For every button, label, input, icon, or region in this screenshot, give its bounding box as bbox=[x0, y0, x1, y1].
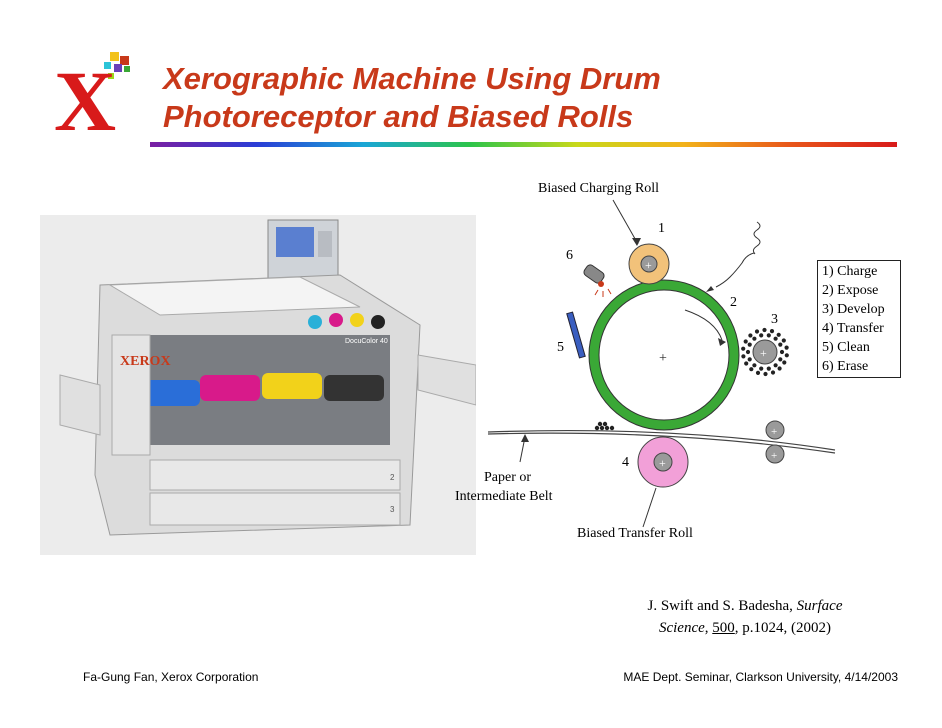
photo-brand-label: XEROX bbox=[120, 354, 171, 369]
transfer-roll-leader bbox=[642, 487, 657, 528]
tray-number-3: 3 bbox=[390, 505, 395, 514]
footer-right: MAE Dept. Seminar, Clarkson University, … bbox=[623, 670, 898, 684]
step-number-3: 3 bbox=[771, 312, 778, 327]
developer-roll-plus: + bbox=[760, 346, 767, 360]
title-line-1: Xerographic Machine Using Drum bbox=[163, 61, 661, 96]
cleaning-blade bbox=[566, 311, 586, 359]
citation-rest: , p.1024, (2002) bbox=[734, 620, 832, 636]
label-transfer-roll: Biased Transfer Roll bbox=[577, 526, 693, 541]
photoreceptor-drum bbox=[589, 280, 739, 430]
citation: J. Swift and S. Badesha, Surface Science… bbox=[600, 595, 890, 639]
label-paper-line-1: Paper or bbox=[484, 470, 532, 485]
fuser-roll-bottom bbox=[765, 444, 785, 464]
toner-particle bbox=[741, 354, 746, 359]
paper-path-lower bbox=[487, 432, 836, 454]
fuser-roll-top-plus: + bbox=[771, 426, 777, 438]
toner-particle bbox=[781, 338, 786, 343]
footer-left: Fa-Gung Fan, Xerox Corporation bbox=[83, 670, 259, 684]
toner-particle bbox=[747, 357, 752, 362]
citation-journal-1: Surface bbox=[796, 598, 843, 614]
toner-dots bbox=[594, 421, 615, 431]
toner-particle bbox=[773, 363, 778, 368]
charging-roll-plus: + bbox=[645, 258, 652, 272]
toner-particle bbox=[741, 346, 746, 351]
toner-particle bbox=[749, 367, 754, 372]
toner-particle bbox=[747, 342, 752, 347]
citation-separator: , bbox=[704, 620, 713, 636]
toner-particle bbox=[743, 339, 748, 344]
drum-plus: + bbox=[659, 351, 667, 366]
step-number-2: 2 bbox=[730, 295, 737, 310]
rainbow-divider bbox=[150, 142, 897, 147]
erase-lamp bbox=[583, 264, 605, 284]
tray-number-2: 2 bbox=[390, 473, 395, 482]
toner-particle bbox=[779, 349, 785, 355]
developer-toner bbox=[741, 327, 789, 377]
fuser-roll-bottom-plus: + bbox=[771, 450, 777, 462]
title-line-2: Photoreceptor and Biased Rolls bbox=[163, 99, 634, 134]
toner-particle bbox=[784, 353, 789, 358]
toner-particle bbox=[759, 333, 764, 338]
step-develop: 3) Develop bbox=[822, 302, 885, 317]
logo-letter: X bbox=[54, 53, 116, 138]
step-clean: 5) Clean bbox=[822, 340, 870, 355]
step-erase: 6) Erase bbox=[822, 359, 869, 374]
toner-particle bbox=[744, 361, 749, 366]
step-expose: 2) Expose bbox=[822, 283, 879, 298]
toner-particle bbox=[752, 336, 757, 341]
toner-particle bbox=[769, 329, 775, 334]
toner-particle bbox=[770, 370, 776, 375]
printer-machine-photo: XEROX DocuColor 40 2 3 bbox=[40, 215, 476, 555]
toner-particle bbox=[776, 332, 781, 337]
process-steps-legend: 1) Charge 2) Expose 3) Develop 4) Transf… bbox=[817, 260, 901, 378]
exposure-light bbox=[715, 221, 761, 288]
toner-particle bbox=[777, 366, 782, 371]
toner-particle bbox=[762, 327, 767, 333]
slide-title: Xerographic Machine Using Drum Photorece… bbox=[163, 60, 661, 136]
toner-particle bbox=[778, 342, 783, 347]
step-number-5: 5 bbox=[557, 340, 564, 355]
toner-particle bbox=[748, 333, 753, 338]
citation-authors: J. Swift and S. Badesha, bbox=[647, 598, 797, 614]
rotation-arrow bbox=[684, 309, 723, 341]
toner-particle bbox=[745, 349, 751, 355]
step-number-6: 6 bbox=[566, 248, 573, 263]
xerographic-schematic: + + + + + + bbox=[487, 199, 836, 528]
toner-particle bbox=[766, 333, 771, 338]
toner-particle bbox=[752, 363, 757, 368]
label-charging-roll: Biased Charging Roll bbox=[538, 181, 660, 196]
fuser-roll-top bbox=[765, 420, 785, 440]
toner-particle bbox=[773, 336, 778, 341]
charging-roll-leader bbox=[612, 199, 639, 245]
citation-journal-2: Science bbox=[658, 620, 705, 636]
photo-model-label: DocuColor 40 bbox=[345, 338, 388, 345]
citation-volume: 500 bbox=[712, 620, 735, 636]
toner-particle bbox=[755, 370, 761, 375]
transfer-roll-plus: + bbox=[659, 456, 666, 470]
toner-particle bbox=[778, 357, 783, 362]
toner-particle bbox=[759, 366, 764, 371]
toner-particle bbox=[766, 366, 771, 371]
toner-particle bbox=[782, 360, 787, 365]
xerox-logo: X bbox=[54, 52, 130, 138]
paper-path-upper bbox=[487, 429, 836, 451]
developer-roll bbox=[752, 339, 778, 365]
step-charge: 1) Charge bbox=[822, 264, 878, 279]
label-paper-line-2: Intermediate Belt bbox=[455, 489, 553, 504]
step-number-1: 1 bbox=[658, 221, 665, 236]
toner-particle bbox=[754, 329, 760, 334]
step-transfer: 4) Transfer bbox=[822, 321, 884, 336]
step-number-4: 4 bbox=[622, 455, 629, 470]
toner-particle bbox=[763, 371, 768, 377]
toner-particle bbox=[784, 345, 789, 350]
